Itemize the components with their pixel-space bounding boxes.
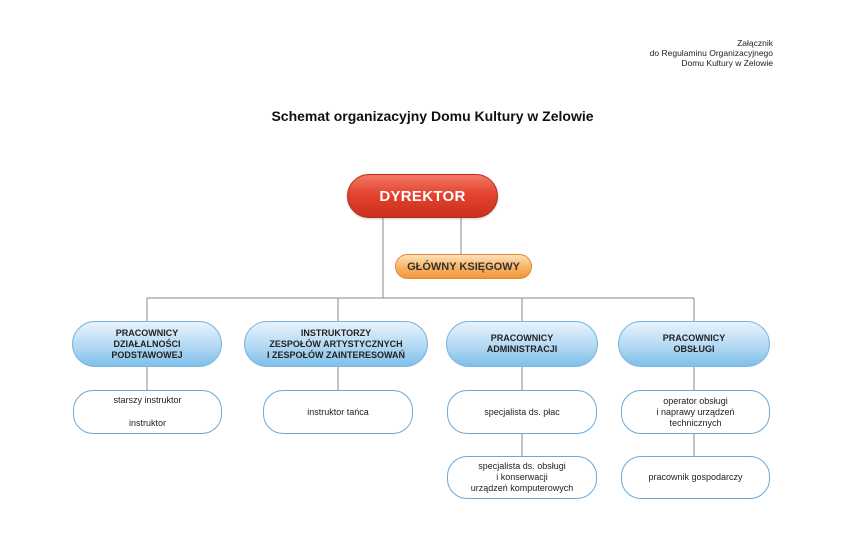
dept-label-line: DZIAŁALNOŚCI bbox=[113, 338, 181, 349]
position-label-line: technicznych bbox=[669, 417, 722, 428]
position-label-line: i konserwacji bbox=[496, 472, 548, 482]
dept-label-line: PRACOWNICY bbox=[115, 327, 179, 338]
chief-accountant-box: GŁÓWNY KSIĘGOWY bbox=[395, 254, 532, 279]
position-senior-instructor: starszy instruktor bbox=[113, 395, 182, 405]
dept-label-line: ZESPOŁÓW ARTYSTYCZNYCH bbox=[269, 338, 403, 349]
dept-label-line: PRACOWNICY bbox=[490, 333, 554, 343]
position-label-line: specjalista ds. obsługi bbox=[478, 461, 566, 471]
dept-label-line: OBSŁUGI bbox=[673, 344, 715, 354]
dept-administration: PRACOWNICY ADMINISTRACJI bbox=[446, 321, 598, 367]
dept-instructors: INSTRUKTORZY ZESPOŁÓW ARTYSTYCZNYCH I ZE… bbox=[244, 321, 428, 367]
position-label: specjalista ds. płac bbox=[484, 406, 560, 417]
position-maintenance-worker: pracownik gospodarczy bbox=[621, 456, 770, 499]
position-label-line: operator obsługi bbox=[663, 395, 728, 406]
annex-note: Załącznik do Regulaminu Organizacyjnego … bbox=[650, 38, 773, 68]
dept-service: PRACOWNICY OBSŁUGI bbox=[618, 321, 770, 367]
dept-label-line: PODSTAWOWEJ bbox=[111, 349, 183, 360]
page-title: Schemat organizacyjny Domu Kultury w Zel… bbox=[271, 108, 594, 124]
annex-line-3: Domu Kultury w Zelowie bbox=[681, 58, 773, 68]
position-instructor: instruktor bbox=[128, 418, 166, 428]
dept-label-line: I ZESPOŁÓW ZAINTERESOWAŃ bbox=[266, 349, 405, 360]
annex-line-2: do Regulaminu Organizacyjnego bbox=[649, 48, 773, 58]
position-label-line: i naprawy urządzeń bbox=[656, 406, 735, 417]
annex-line-1: Załącznik bbox=[737, 38, 773, 48]
position-dance-instructor: instruktor tańca bbox=[307, 406, 369, 417]
position-it-specialist: specjalista ds. obsługi i konserwacji ur… bbox=[447, 456, 597, 499]
position-box-instructors: instruktor tańca bbox=[263, 390, 413, 434]
dept-label-line: INSTRUKTORZY bbox=[300, 327, 372, 338]
position-technical-operator: operator obsługi i naprawy urządzeń tech… bbox=[621, 390, 770, 434]
dept-label-line: PRACOWNICY bbox=[662, 333, 726, 343]
dept-label-line: ADMINISTRACJI bbox=[486, 344, 558, 354]
director-box: DYREKTOR bbox=[347, 174, 498, 218]
position-label-line: urządzeń komputerowych bbox=[470, 483, 574, 493]
position-label: pracownik gospodarczy bbox=[648, 472, 743, 482]
position-box-core: starszy instruktor instruktor bbox=[73, 390, 222, 434]
dept-core-activity: PRACOWNICY DZIAŁALNOŚCI PODSTAWOWEJ bbox=[72, 321, 222, 367]
position-payroll-specialist: specjalista ds. płac bbox=[447, 390, 597, 434]
